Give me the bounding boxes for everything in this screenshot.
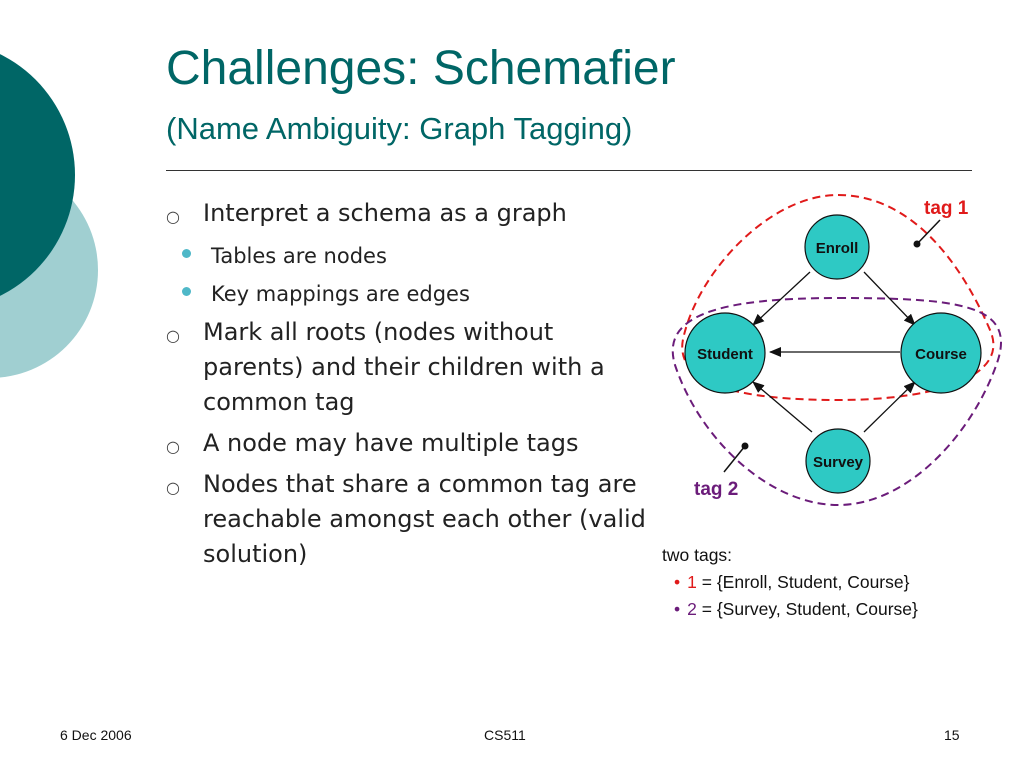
slide-subtitle: (Name Ambiguity: Graph Tagging) [166,111,633,146]
legend-value: = {Survey, Student, Course} [701,599,918,619]
tag1-boundary [681,193,995,402]
legend-heading: two tags: [662,545,733,565]
node-student [684,312,766,394]
sub-bullet-text: Key mappings are edges [211,282,470,306]
sub-bullet-item: Tables are nodes [129,237,656,275]
bullet-item: ○ Interpret a schema as a graph [166,196,656,231]
legend-item-tag1: • 1 = {Enroll, Student, Course} [662,569,918,596]
ring-bullet-icon: ○ [166,326,180,345]
legend-key: 2 [687,599,697,619]
legend-item-tag2: • 2 = {Survey, Student, Course} [662,596,918,623]
bullet-list: ○ Interpret a schema as a graph Tables a… [166,196,656,578]
edge-enroll-course [863,271,916,326]
tag2-boundary [671,296,1003,507]
bullet-item: ○ Nodes that share a common tag are reac… [166,467,656,572]
schema-graph-diagram: Enroll Student Course Survey tag 1 tag 2 [671,193,1003,507]
node-enroll [804,214,870,280]
slide-title: Challenges: Schemafier [166,42,676,95]
sub-bullet-item: Key mappings are edges [129,275,656,313]
ring-bullet-icon: ○ [166,207,180,226]
node-survey [805,428,871,494]
node-course [900,312,982,394]
bullet-item: ○ A node may have multiple tags [166,426,656,461]
legend-bullet-icon: • [674,599,681,619]
edge-enroll-student [752,271,811,326]
legend-value: = {Enroll, Student, Course} [701,572,910,592]
sub-bullet-text: Tables are nodes [211,244,387,268]
node-course-label: Course [915,346,967,363]
node-student-label: Student [697,346,753,363]
edge-survey-student [752,381,813,433]
tag1-callout-dot [913,240,921,248]
edge-survey-course [863,381,916,433]
footer-page-number: 15 [944,727,960,743]
node-survey-label: Survey [813,454,864,471]
tag1-label: tag 1 [924,198,969,219]
bullet-text: Interpret a schema as a graph [203,199,567,227]
legend-key: 1 [687,572,697,592]
title-divider [166,170,972,171]
ring-bullet-icon: ○ [166,478,180,497]
ring-bullet-icon: ○ [166,437,180,456]
decorative-circles [0,54,98,378]
tag2-callout-line [723,445,746,473]
bullet-text: A node may have multiple tags [203,429,579,457]
legend-bullet-icon: • [674,572,681,592]
bullet-item: ○ Mark all roots (nodes without parents)… [166,315,656,420]
tag1-callout-line [916,219,941,245]
tag2-label: tag 2 [694,479,738,500]
dot-bullet-icon [182,287,191,296]
tag2-callout-dot [741,442,749,450]
node-enroll-label: Enroll [816,240,859,257]
dot-bullet-icon [182,249,191,258]
footer-date: 6 Dec 2006 [60,727,132,743]
bullet-text: Nodes that share a common tag are reacha… [203,470,646,568]
footer-course: CS511 [484,727,526,743]
tag-legend: two tags: • 1 = {Enroll, Student, Course}… [662,542,918,623]
bullet-text: Mark all roots (nodes without parents) a… [203,318,605,416]
